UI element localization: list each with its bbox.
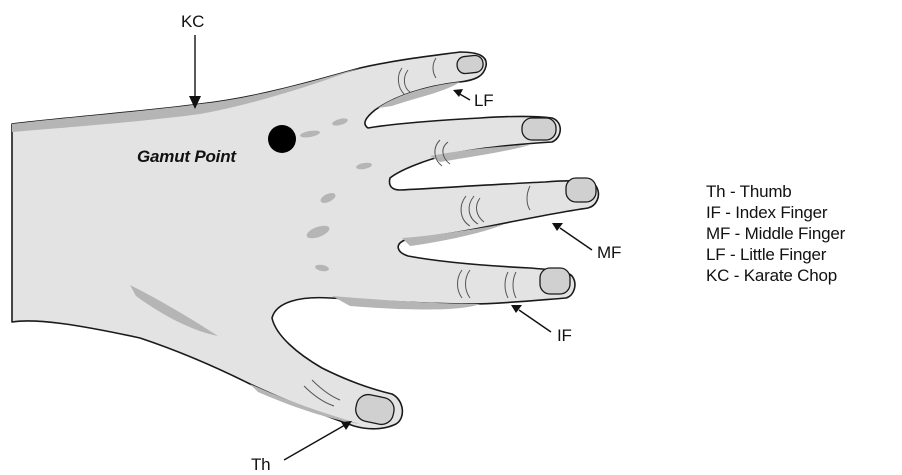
gamut-point-dot xyxy=(268,125,296,153)
legend-item-karate-chop: KC - Karate Chop xyxy=(706,265,845,286)
legend: Th - Thumb IF - Index Finger MF - Middle… xyxy=(706,181,845,286)
legend-item-thumb: Th - Thumb xyxy=(706,181,845,202)
hand-silhouette xyxy=(12,52,598,429)
little-finger-label: LF xyxy=(474,92,493,109)
nail-middle xyxy=(566,178,596,202)
index-finger-label: IF xyxy=(557,327,572,344)
legend-item-index-finger: IF - Index Finger xyxy=(706,202,845,223)
thumb-label: Th xyxy=(251,456,270,473)
karate-chop-label: KC xyxy=(181,13,204,30)
nail-ring xyxy=(522,118,556,140)
middle-finger-label: MF xyxy=(597,244,621,261)
legend-item-middle-finger: MF - Middle Finger xyxy=(706,223,845,244)
legend-item-little-finger: LF - Little Finger xyxy=(706,244,845,265)
nail-index xyxy=(540,268,570,294)
gamut-point-label: Gamut Point xyxy=(137,148,236,165)
nail-little xyxy=(456,55,484,75)
